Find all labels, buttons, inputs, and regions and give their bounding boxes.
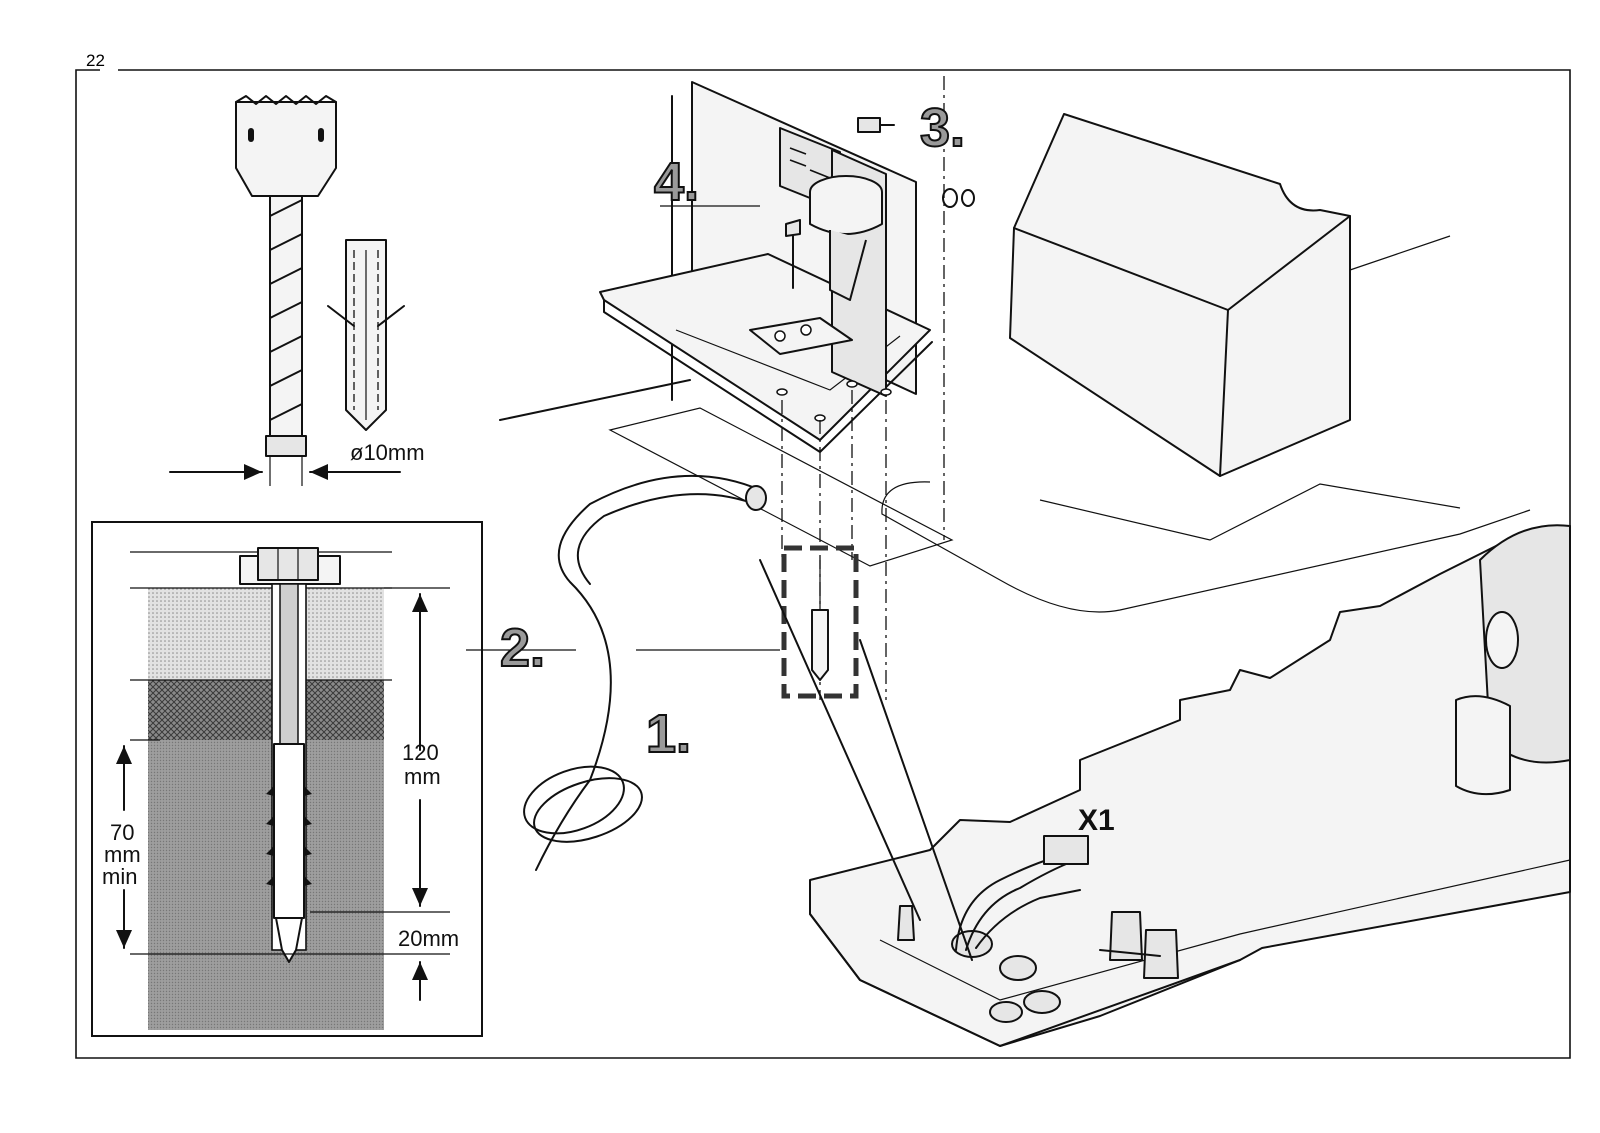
embed-depth-min: min [102, 864, 137, 889]
wall-plug-icon [328, 240, 404, 430]
step-4-label: 4. [654, 152, 699, 212]
drill-diameter-label: ø10mm [350, 440, 425, 465]
cable-coil-icon [515, 476, 766, 870]
step-3-label: 3. [920, 98, 965, 158]
step-2-label: 2. [500, 618, 545, 678]
anchor-highlight-box [784, 548, 856, 696]
total-depth-value: 120 [402, 740, 439, 765]
housing-cover [1010, 114, 1450, 476]
tip-clearance-label: 20mm [398, 926, 459, 951]
total-depth-unit: mm [404, 764, 441, 789]
machine-base [760, 525, 1570, 1046]
connector-x1-label: X1 [1078, 804, 1115, 837]
wall-bracket-assembly [600, 82, 974, 452]
step-1-label: 1. [646, 704, 691, 764]
figure-number: 22 [86, 51, 105, 70]
